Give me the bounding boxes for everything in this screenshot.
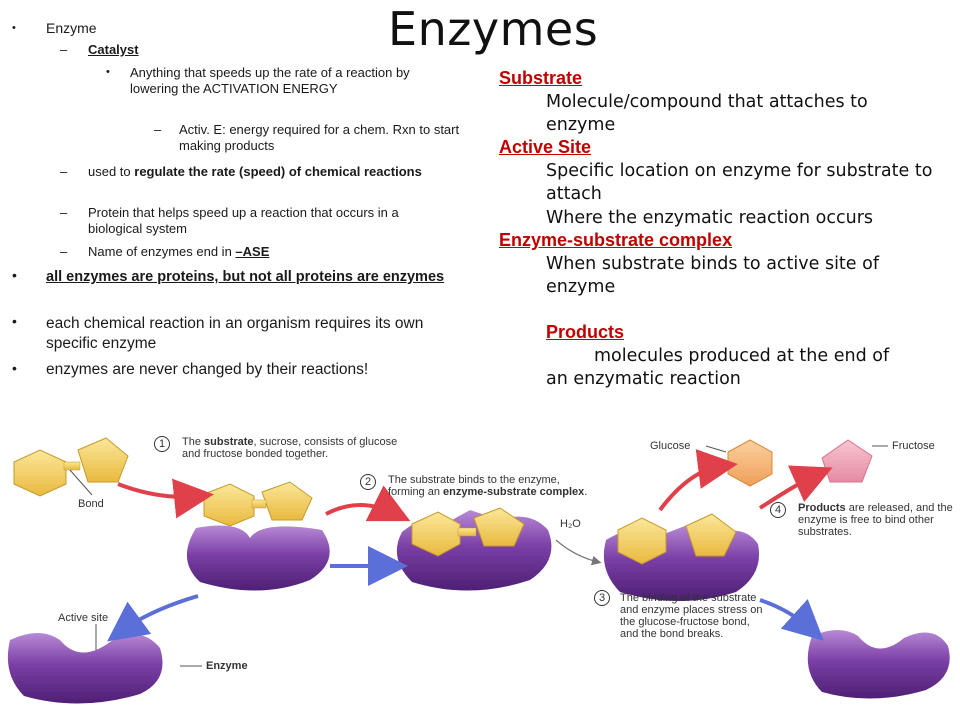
glucose-label: Glucose <box>650 440 690 452</box>
glucose-pointer <box>706 446 726 452</box>
enzyme-label: Enzyme <box>206 660 248 672</box>
water-arrow <box>556 540 598 562</box>
step-number: 2 <box>360 474 376 490</box>
sucrose-substrate <box>14 438 128 496</box>
active-site-label: Active site <box>58 612 108 624</box>
step-number: 3 <box>594 590 610 606</box>
water-label: H₂O <box>560 518 581 530</box>
step2-caption: The substrate binds to the enzyme, formi… <box>388 474 598 498</box>
fructose-label: Fructose <box>892 440 935 452</box>
step1-caption: The substrate, sucrose, consists of gluc… <box>182 436 402 460</box>
glucose-product <box>728 440 772 486</box>
step-number: 1 <box>154 436 170 452</box>
arrow-glucose <box>660 466 722 510</box>
arrow-active-site <box>120 596 198 632</box>
arrow-bind <box>118 484 198 497</box>
bond-label: Bond <box>78 498 104 510</box>
enzyme-free <box>808 630 950 699</box>
substrate-approaching <box>204 482 312 526</box>
step4-caption: Products are released, and the enzyme is… <box>798 502 956 538</box>
enzyme-shape <box>187 526 330 591</box>
arrow-complex <box>326 505 396 514</box>
enzyme-active-site <box>8 633 163 704</box>
step3-caption: The binding of the substrate and enzyme … <box>620 592 770 640</box>
step-number: 4 <box>770 502 786 518</box>
fructose-product <box>822 440 872 482</box>
